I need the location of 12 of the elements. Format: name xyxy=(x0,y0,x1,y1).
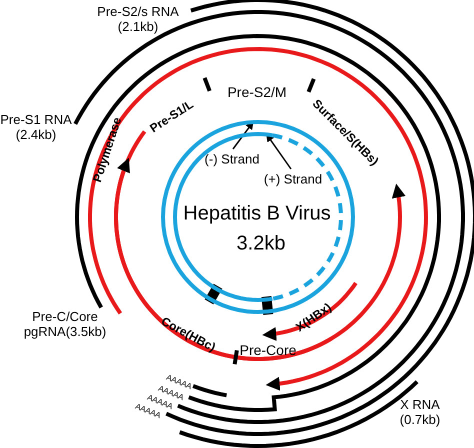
genome-title: Hepatitis B Virus xyxy=(183,202,331,226)
rna-label: Pre-C/Core pgRNA(3.5kb) xyxy=(22,310,108,340)
rna-label: Pre-S1 RNA (2.4kb) xyxy=(0,113,73,143)
strand-label: (-) Strand xyxy=(204,152,260,168)
leader-arrow xyxy=(232,121,254,150)
rna-label: X RNA (0.7kb) xyxy=(398,398,442,428)
region-label: Pre-Core xyxy=(240,342,296,358)
genome-size: 3.2kb xyxy=(236,232,286,256)
strand-label: (+) Strand xyxy=(264,172,322,188)
rna-label: Pre-S2/s RNA (2.1kb) xyxy=(96,5,180,35)
leader-arrow xyxy=(266,134,292,170)
region-label: Pre-S2/M xyxy=(227,84,287,100)
